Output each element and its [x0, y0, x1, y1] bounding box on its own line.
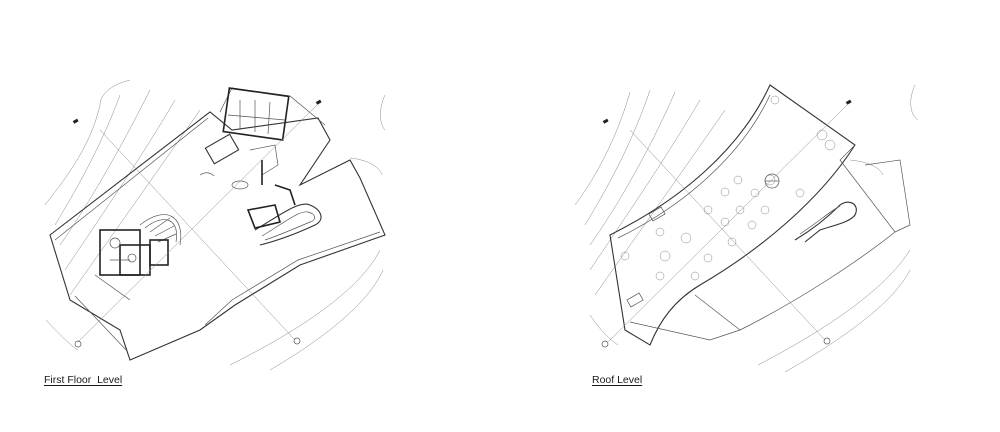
roof-lights — [620, 95, 836, 281]
roof-level-caption: Roof Level — [592, 374, 643, 386]
service-block — [222, 87, 290, 141]
curved-pool — [246, 203, 322, 246]
roof-slab-outline — [609, 84, 911, 346]
curved-element — [794, 201, 857, 243]
compass-icon — [74, 337, 301, 348]
north-arrow-icon — [72, 99, 322, 124]
central-rooms — [199, 133, 296, 206]
section-line — [607, 103, 849, 343]
compass-icon — [601, 337, 831, 348]
roof-plan-drawing — [574, 84, 919, 373]
first-floor-caption: First Floor Level — [44, 374, 123, 386]
roof-vents — [626, 206, 666, 308]
skylight-icon — [764, 173, 780, 189]
left-rooms — [94, 214, 182, 301]
terrain-contours — [44, 79, 386, 371]
building-outline — [49, 87, 386, 361]
section-line — [77, 103, 319, 343]
first-floor-plan-drawing — [44, 79, 386, 371]
north-arrow-icon — [602, 99, 852, 124]
terrain-contours — [574, 84, 919, 373]
